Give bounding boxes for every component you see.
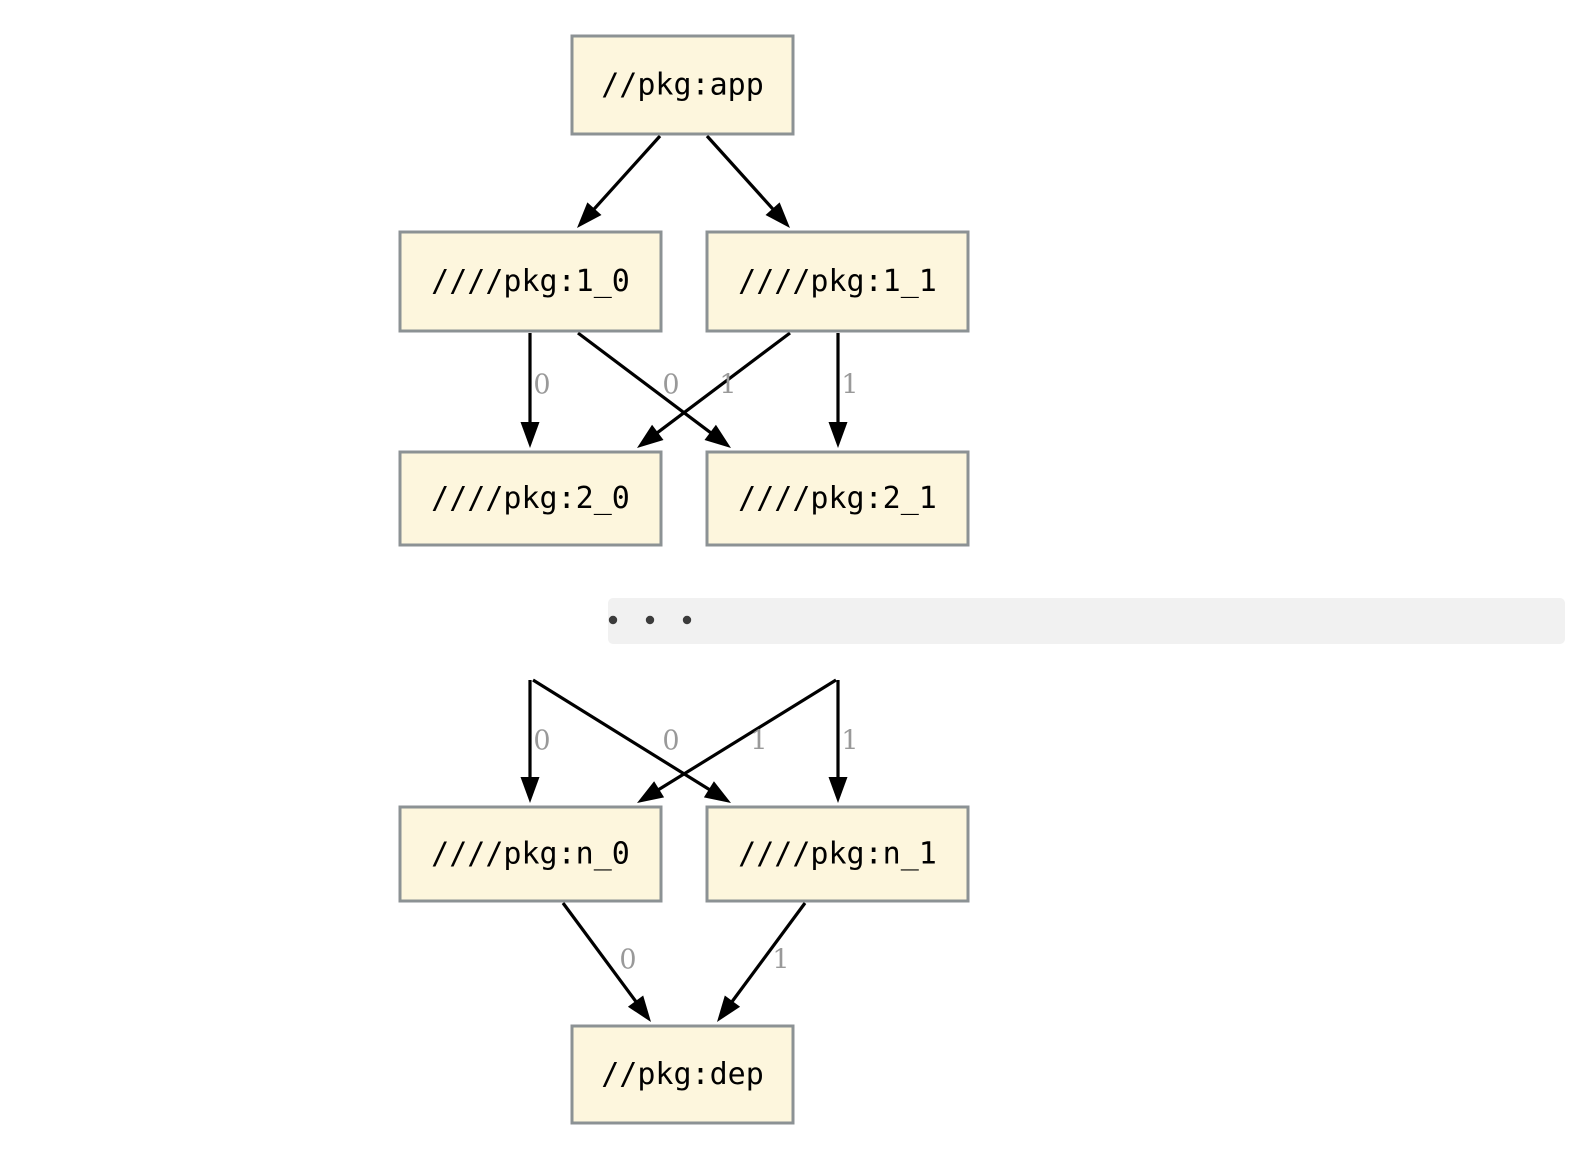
edge-arrowhead — [717, 995, 741, 1022]
edge-label: 1 — [772, 945, 789, 976]
edge-arrowhead — [703, 781, 731, 803]
node-l2_0[interactable]: ////pkg:2_0 — [398, 450, 663, 547]
edges-layer: 0 0 1 1 0 0 1 1 0 1 — [520, 134, 859, 1022]
edge-line — [577, 331, 714, 436]
edge-arrowhead — [765, 202, 790, 228]
node-app[interactable]: //pkg:app — [570, 34, 795, 136]
edge-line — [655, 678, 837, 793]
node-label: ////pkg:n_0 — [431, 837, 630, 872]
node-label: ////pkg:2_0 — [431, 481, 630, 516]
node-l2_1[interactable]: ////pkg:2_1 — [705, 450, 970, 547]
edge-upstream-to-ln_1: 1 — [828, 680, 859, 803]
edge-label: 1 — [841, 726, 858, 757]
edge-l1_0-to-l2_0: 0 — [520, 333, 551, 448]
node-box[interactable] — [398, 230, 663, 333]
node-box[interactable] — [705, 230, 970, 333]
node-dep[interactable]: //pkg:dep — [570, 1024, 795, 1125]
edge-upstream-to-ln_0: 1 — [637, 678, 837, 803]
edge-arrowhead — [627, 995, 651, 1022]
edge-label: 0 — [662, 726, 679, 757]
ellipsis-band — [608, 598, 1565, 644]
node-box[interactable] — [570, 1024, 795, 1125]
node-l1_0[interactable]: ////pkg:1_0 — [398, 230, 663, 333]
edge-label: 0 — [619, 945, 636, 976]
node-label: //pkg:dep — [601, 1057, 764, 1092]
node-l1_1[interactable]: ////pkg:1_1 — [705, 230, 970, 333]
edge-line — [705, 134, 776, 212]
node-box[interactable] — [398, 805, 663, 903]
edge-upstream-to-ln_1: 0 — [532, 678, 731, 803]
edge-label: 0 — [662, 370, 679, 401]
edge-ln_0-to-dep: 0 — [561, 902, 651, 1022]
node-label: ////pkg:2_1 — [738, 481, 937, 516]
ellipsis-dots — [608, 615, 692, 625]
node-box[interactable] — [705, 450, 970, 547]
node-box[interactable] — [570, 34, 795, 136]
edge-arrowhead — [637, 781, 665, 803]
edge-label: 0 — [533, 370, 550, 401]
ellipsis-dot-2 — [682, 615, 692, 625]
edge-line — [561, 902, 639, 1005]
ellipsis-separator — [608, 598, 1565, 644]
edge-line — [729, 902, 807, 1005]
node-label: //pkg:app — [601, 68, 764, 103]
edge-line — [654, 331, 791, 436]
node-label: ////pkg:1_1 — [738, 264, 937, 299]
edge-app-to-l1_1 — [705, 134, 790, 228]
node-ln_0[interactable]: ////pkg:n_0 — [398, 805, 663, 903]
edge-arrowhead — [577, 202, 602, 228]
edge-arrowhead — [828, 777, 848, 803]
ellipsis-dot-0 — [608, 615, 618, 625]
edge-arrowhead — [520, 422, 540, 448]
edge-line — [532, 678, 713, 793]
ellipsis-dot-1 — [645, 615, 655, 625]
edge-app-to-l1_0 — [577, 134, 662, 228]
node-label: ////pkg:n_1 — [738, 837, 937, 872]
edge-arrowhead — [520, 777, 540, 803]
edge-label: 1 — [750, 726, 767, 757]
node-ln_1[interactable]: ////pkg:n_1 — [705, 805, 970, 903]
edge-arrowhead — [828, 422, 848, 448]
nodes-layer: //pkg:app ////pkg:1_0 ////pkg:1_1 ////pkg:2… — [398, 34, 970, 1125]
edge-arrowhead — [704, 424, 731, 448]
node-box[interactable] — [705, 805, 970, 903]
node-box[interactable] — [398, 450, 663, 547]
edge-upstream-to-ln_0: 0 — [520, 680, 551, 803]
edge-l1_1-to-l2_0: 1 — [637, 331, 791, 448]
edge-label: 1 — [719, 370, 736, 401]
edge-line — [591, 134, 662, 212]
edge-l1_0-to-l2_1: 0 — [577, 331, 731, 448]
edge-ln_1-to-dep: 1 — [717, 902, 807, 1022]
edge-l1_1-to-l2_1: 1 — [828, 333, 859, 448]
edge-label: 0 — [533, 726, 550, 757]
edge-arrowhead — [637, 424, 664, 448]
node-label: ////pkg:1_0 — [431, 264, 630, 299]
edge-label: 1 — [841, 370, 858, 401]
